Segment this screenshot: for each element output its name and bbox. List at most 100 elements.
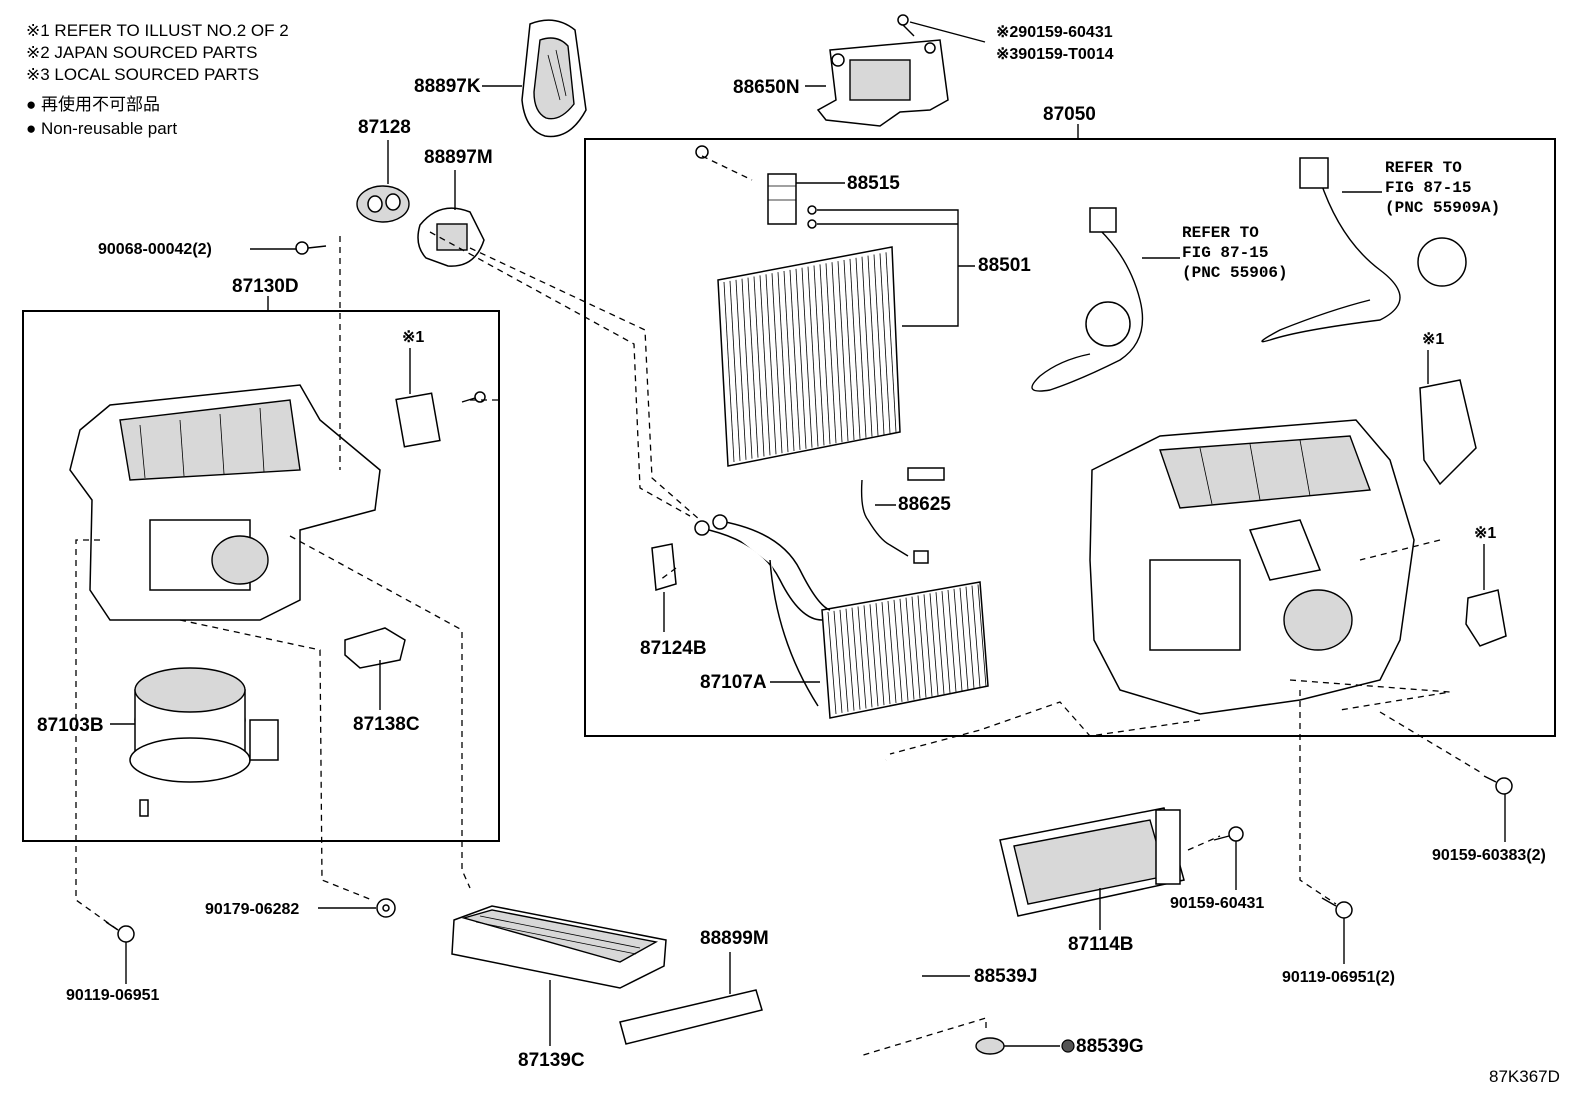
- fin-line: [899, 598, 909, 701]
- fin-line: [831, 262, 843, 443]
- resistor-87138c[interactable]: [344, 627, 406, 669]
- label-87103b: 87103B: [37, 715, 104, 736]
- nonreusable-dot: [1061, 1039, 1075, 1053]
- grommet-88539g[interactable]: [975, 1037, 1005, 1055]
- mark-ref1-a: ※1: [402, 329, 424, 346]
- gasket-88897m[interactable]: [417, 207, 485, 267]
- fin-line: [795, 268, 807, 449]
- fin-line: [777, 272, 789, 453]
- bolt-88515[interactable]: [695, 145, 709, 159]
- evaporator-88501[interactable]: [717, 246, 901, 467]
- label-90159-t0014: ※390159-T0014: [996, 46, 1114, 63]
- label-90119-right: 90119-06951(2): [1282, 969, 1395, 986]
- fin-line: [857, 606, 867, 709]
- screw-90119-right[interactable]: [1321, 897, 1353, 919]
- wire-harness-55906[interactable]: [1031, 207, 1144, 392]
- cabin-filter-87139c[interactable]: [451, 905, 667, 989]
- screw-90119-left[interactable]: [105, 921, 135, 943]
- fin-line: [741, 278, 753, 459]
- fin-line: [873, 254, 885, 435]
- servo-right-upper[interactable]: [1419, 379, 1477, 486]
- mark-ref1-b: ※1: [1422, 331, 1444, 348]
- cover-88899m[interactable]: [619, 989, 763, 1045]
- fin-line: [953, 588, 963, 691]
- fin-line: [893, 599, 903, 702]
- refer-55909a-line3: (PNC 55909A): [1385, 199, 1500, 217]
- screw-motor[interactable]: [139, 799, 149, 817]
- screw-90159-60383[interactable]: [1483, 775, 1513, 795]
- screw-90159-60431-top[interactable]: [897, 14, 915, 37]
- gasket-87128[interactable]: [356, 185, 410, 223]
- fin-line: [965, 586, 975, 689]
- servo-right-lower[interactable]: [1465, 589, 1507, 647]
- fin-line: [843, 259, 855, 441]
- label-87139c: 87139C: [518, 1050, 585, 1071]
- screw-servo-left[interactable]: [461, 391, 486, 403]
- servo-left[interactable]: [395, 392, 441, 448]
- fin-line: [833, 610, 843, 713]
- note-nonreusable-jp: ● 再使用不可部品: [26, 94, 160, 114]
- fin-line: [753, 276, 765, 457]
- label-87050: 87050: [1043, 104, 1096, 125]
- fin-line: [879, 253, 891, 434]
- label-90179: 90179-06282: [205, 901, 299, 918]
- fin-line: [783, 270, 795, 452]
- fin-line: [863, 605, 873, 708]
- fin-line: [911, 596, 921, 699]
- label-87130d: 87130D: [232, 276, 299, 297]
- label-88899m: 88899M: [700, 928, 769, 949]
- legend: ※1 REFER TO ILLUST NO.2 OF 2 ※2 JAPAN SO…: [26, 21, 289, 138]
- fin-line: [735, 279, 747, 460]
- fin-line: [977, 584, 987, 687]
- fin-line: [971, 585, 981, 688]
- fin-line: [875, 603, 885, 706]
- fin-line: [807, 266, 819, 447]
- o-ring-bottom[interactable]: [807, 219, 817, 229]
- label-88501: 88501: [978, 255, 1031, 276]
- note-japan-sourced: ※2 JAPAN SOURCED PARTS: [26, 43, 258, 62]
- fin-line: [825, 263, 837, 444]
- drain-hose-88539j[interactable]: [844, 757, 917, 1068]
- fin-line: [759, 275, 771, 456]
- bracket-88650n[interactable]: [816, 39, 949, 127]
- heater-core-87107a[interactable]: [694, 514, 989, 719]
- wire-harness-55909a[interactable]: [1261, 157, 1467, 343]
- hvac-case[interactable]: [1089, 419, 1415, 715]
- label-88625: 88625: [898, 494, 951, 515]
- screw-90068[interactable]: [295, 241, 327, 255]
- fin-line: [905, 597, 915, 700]
- fin-line: [861, 256, 873, 437]
- clamp-87124b[interactable]: [651, 543, 677, 591]
- sensor-88625[interactable]: [860, 467, 945, 564]
- frame-87130d: [22, 310, 500, 842]
- label-88539j: 88539J: [974, 966, 1037, 987]
- blower-housing[interactable]: [69, 384, 381, 621]
- nut-90179[interactable]: [376, 898, 396, 918]
- fin-line: [917, 595, 927, 698]
- fin-line: [813, 265, 825, 446]
- expansion-valve-88515[interactable]: [767, 173, 797, 225]
- refer-55906-line2: FIG 87-15: [1182, 244, 1268, 262]
- assembly-guides: [75, 155, 1481, 1057]
- fin-line: [789, 269, 801, 450]
- label-90068: 90068-00042(2): [98, 241, 212, 258]
- frame-87050: [584, 138, 1556, 737]
- screw-90159-60431[interactable]: [1213, 826, 1244, 842]
- fin-line: [771, 273, 783, 454]
- note-local-sourced: ※3 LOCAL SOURCED PARTS: [26, 65, 259, 84]
- blower-motor-87103b[interactable]: [129, 667, 279, 783]
- fin-line: [947, 589, 957, 693]
- label-88897m: 88897M: [424, 147, 493, 168]
- fin-line: [801, 267, 813, 448]
- fin-line: [935, 592, 945, 695]
- fin-line: [869, 604, 879, 707]
- fin-line: [851, 607, 861, 710]
- o-ring-top[interactable]: [807, 205, 817, 215]
- fin-line: [839, 609, 849, 712]
- ptc-heater-87114b[interactable]: [999, 807, 1185, 917]
- illustration-id: 87K367D: [1489, 1067, 1560, 1086]
- mark-ref1-c: ※1: [1474, 525, 1496, 542]
- grille-88897k[interactable]: [521, 19, 587, 138]
- fin-line: [819, 264, 831, 445]
